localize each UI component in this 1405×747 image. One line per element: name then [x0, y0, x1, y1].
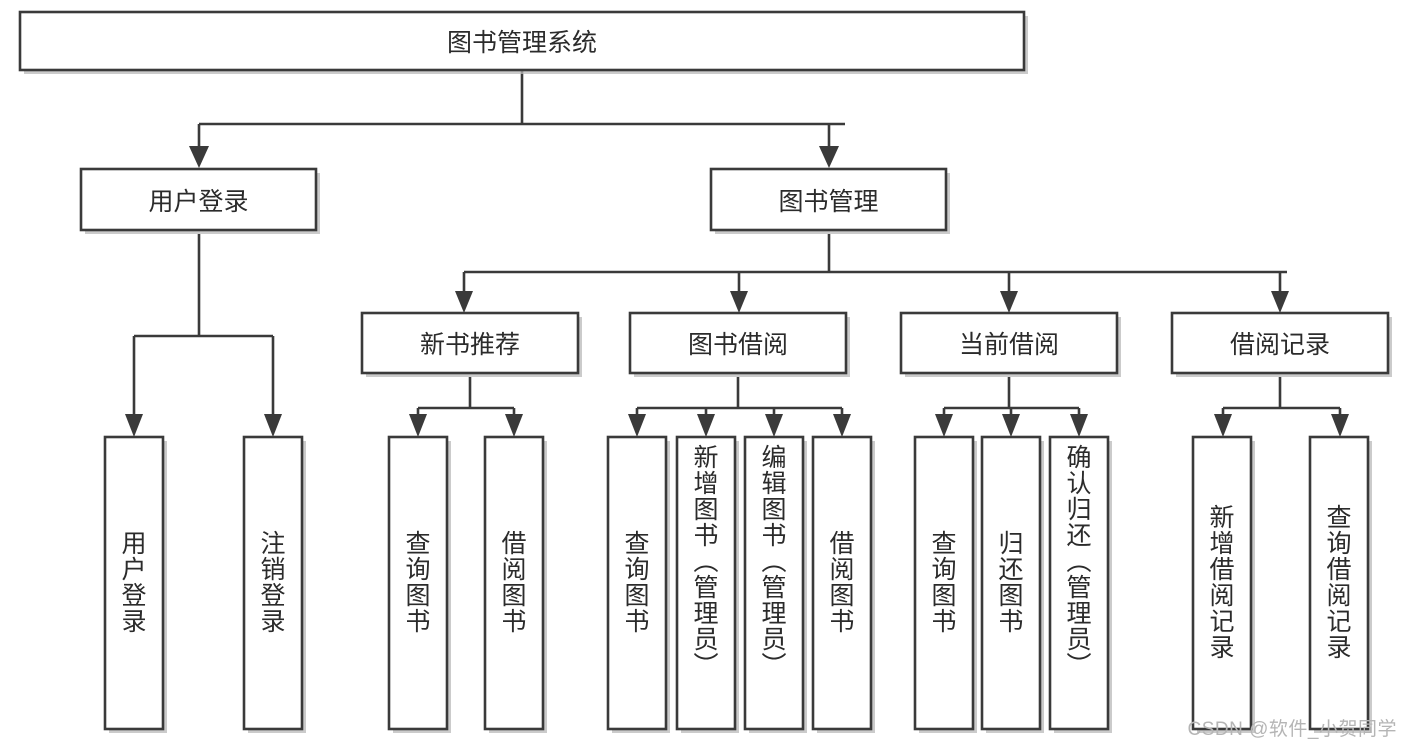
box-book-mgmt[interactable] — [709, 167, 948, 232]
arrow-nbr-leaf-1 — [409, 414, 427, 437]
box-leaf-cb-3[interactable] — [1048, 435, 1110, 731]
arrow-bm-child-4 — [1271, 291, 1289, 313]
box-leaf-bb-3[interactable] — [743, 435, 805, 731]
arrow-root-to-user — [189, 146, 209, 168]
box-root[interactable] — [18, 10, 1026, 72]
arrow-bb-leaf-4 — [833, 414, 851, 437]
box-user-login[interactable] — [79, 167, 318, 232]
arrow-nbr-leaf-2 — [505, 414, 523, 437]
arrow-user-leaf-2 — [264, 414, 282, 437]
arrow-root-to-bookmgmt — [819, 146, 839, 168]
arrow-cb-leaf-1 — [935, 414, 953, 437]
arrow-bm-child-1 — [455, 291, 473, 313]
arrow-br-leaf-2 — [1331, 414, 1349, 437]
arrow-br-leaf-1 — [1214, 414, 1232, 437]
box-leaf-br-2[interactable] — [1308, 435, 1370, 731]
arrow-cb-leaf-2 — [1002, 414, 1020, 437]
box-leaf-cb-1[interactable] — [913, 435, 975, 731]
box-new-book[interactable] — [360, 311, 580, 375]
arrow-bb-leaf-1 — [628, 414, 646, 437]
node-shapes — [18, 10, 1392, 733]
box-leaf-bb-4[interactable] — [811, 435, 873, 731]
box-leaf-nbr-1[interactable] — [387, 435, 449, 731]
arrow-bm-child-3 — [1000, 291, 1018, 313]
connectors — [125, 70, 1349, 437]
arrow-bm-child-2 — [730, 291, 748, 313]
box-borrow-record[interactable] — [1170, 311, 1390, 375]
box-leaf-br-1[interactable] — [1191, 435, 1253, 731]
arrow-user-leaf-1 — [125, 414, 143, 437]
arrow-cb-leaf-3 — [1070, 414, 1088, 437]
box-leaf-nbr-2[interactable] — [483, 435, 545, 731]
box-leaf-user-2[interactable] — [242, 435, 304, 731]
box-current-borrow[interactable] — [899, 311, 1119, 375]
arrow-bb-leaf-2 — [697, 414, 715, 437]
box-book-borrow[interactable] — [628, 311, 848, 375]
box-leaf-bb-2[interactable] — [675, 435, 737, 731]
box-leaf-bb-1[interactable] — [606, 435, 668, 731]
box-leaf-user-1[interactable] — [103, 435, 165, 731]
arrow-bb-leaf-3 — [765, 414, 783, 437]
box-leaf-cb-2[interactable] — [980, 435, 1042, 731]
